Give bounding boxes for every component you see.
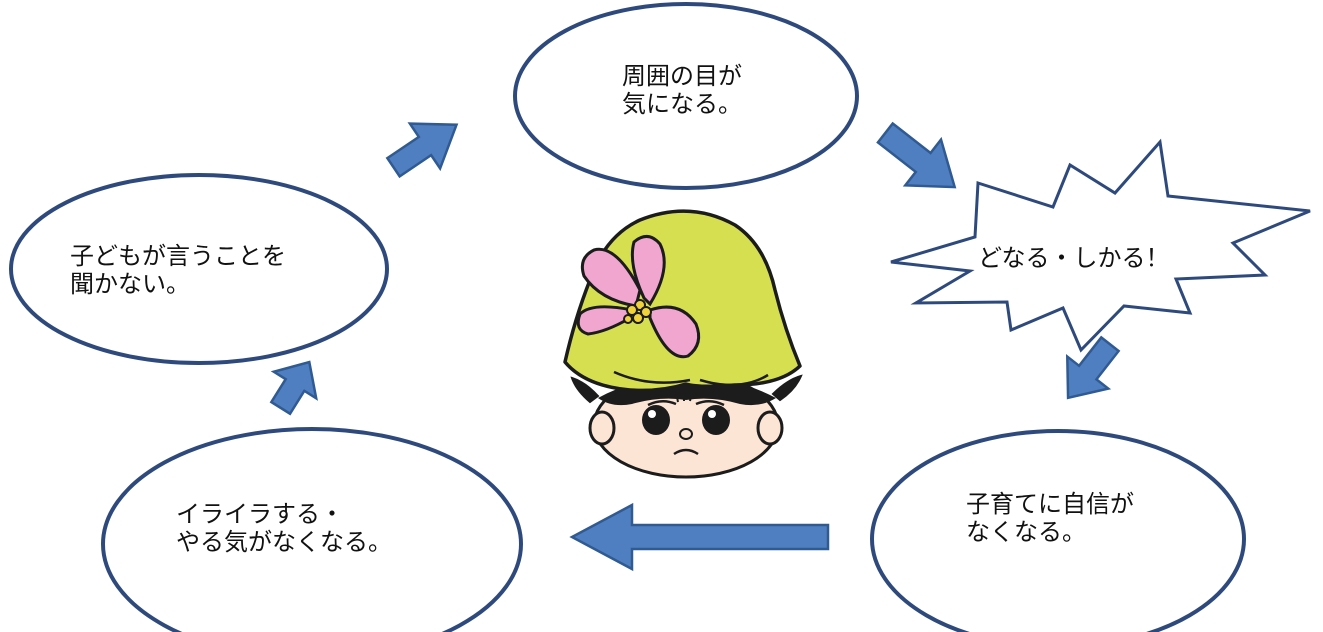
node-left-shape [9,173,389,365]
node-bottom-right-line-1: 子育てに自信が [966,490,1134,518]
arrow-bottom-right-to-bottom-left [569,502,830,572]
node-top-line-2: 気になる。 [622,90,742,118]
node-bottom-left-line-1: イライラする・ [176,500,344,528]
worried-girl-flower-hat-icon [563,209,803,479]
node-burst-text: どなる・しかる！ [978,244,1170,272]
node-bottom-left-line-2: やる気がなくなる。 [176,528,392,556]
node-bottom-right-shape [870,429,1246,632]
node-bottom-left-text: イライラする・ やる気がなくなる。 [176,500,392,556]
arrow-bottom-left-to-left [269,360,318,416]
node-burst-line-1: どなる・しかる！ [978,244,1170,272]
node-top-text: 周囲の目が 気になる。 [622,62,742,118]
node-bottom-left-shape [101,427,523,632]
node-top-shape [513,2,859,190]
arrow-top-to-burst [876,121,957,189]
node-bottom-right-line-2: なくなる。 [966,518,1086,546]
node-bottom-right-text: 子育てに自信が なくなる。 [966,490,1134,546]
arrow-burst-to-bottom-right [1065,335,1121,400]
node-left-text: 子どもが言うことを 聞かない。 [70,242,286,298]
node-burst-shape [890,138,1311,353]
node-left-line-2: 聞かない。 [70,270,190,298]
arrow-left-to-top [385,122,459,179]
node-top-line-1: 周囲の目が [622,62,742,90]
node-left-line-1: 子どもが言うことを [70,242,286,270]
